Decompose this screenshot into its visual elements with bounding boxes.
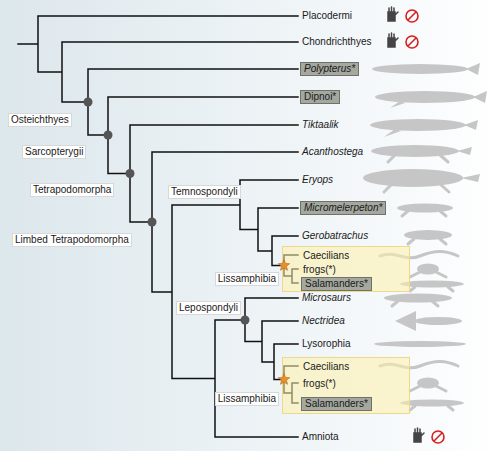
animal-silhouette (466, 63, 480, 75)
animal-silhouette (375, 91, 475, 103)
taxon-label: Gerobatrachus (302, 230, 368, 242)
node-dot (84, 98, 93, 107)
animal-silhouette (370, 119, 466, 131)
clade-label: Limbed Tetrapodomorpha (12, 233, 132, 247)
taxon-label: Placodermi (302, 10, 352, 22)
taxon-label: Polypterus* (304, 63, 355, 75)
star-marker (278, 374, 289, 385)
animal-silhouette (461, 174, 480, 182)
absent-symbol (434, 433, 442, 441)
animal-silhouette (372, 64, 468, 74)
taxon-box: Salamanders* (301, 397, 372, 411)
animal-silhouette (390, 91, 487, 108)
node-dot (104, 131, 113, 140)
clade-label: Lissamphibia (215, 392, 279, 406)
animal-silhouette (363, 169, 463, 187)
taxon-label: Caecilians (303, 250, 349, 262)
clade-label: Lissamphibia (215, 272, 279, 286)
limb-absent-icon (388, 7, 418, 22)
taxon-label: Lysorophia (302, 338, 351, 350)
node-dot (148, 218, 157, 227)
clade-band: LissamphibiaCaeciliansfrogs(*)Salamander… (282, 357, 410, 414)
hand-symbol (414, 428, 424, 442)
taxon-label: Acanthostega (302, 146, 363, 158)
absent-symbol (408, 38, 416, 46)
tree-branch (18, 16, 298, 437)
animal-silhouette (384, 120, 478, 137)
taxon-label: frogs(*) (303, 264, 336, 276)
animal-silhouette (457, 147, 472, 155)
animal-silhouette (414, 317, 462, 325)
taxon-label: Tiktaalik (302, 119, 339, 131)
star-marker (278, 260, 289, 271)
taxon-box: Polypterus* (300, 62, 359, 76)
taxon-label: Micromelerpeton* (304, 202, 382, 214)
taxon-label: Salamanders* (305, 278, 368, 290)
animal-silhouette (371, 145, 459, 157)
taxon-label: Eryops (302, 174, 333, 186)
taxon-label: Chondrichthyes (302, 36, 371, 48)
clade-label: Osteichthyes (8, 113, 72, 127)
absent-symbol (432, 431, 444, 443)
taxon-label: Amniota (302, 431, 339, 443)
node-dots (84, 98, 250, 325)
absent-symbol (406, 10, 418, 22)
absent-symbol (406, 36, 418, 48)
taxon-label: Nectridea (302, 315, 345, 327)
absent-symbol (408, 12, 416, 20)
limb-absent-icon (414, 428, 444, 443)
node-dot (126, 169, 135, 178)
taxon-box: Dipnoi* (300, 90, 340, 104)
taxon-label: Salamanders* (305, 398, 368, 410)
limb-absent-icon (388, 33, 418, 48)
animal-silhouette (395, 311, 416, 331)
hand-symbol (388, 7, 398, 21)
clade-label: Temnospondyli (168, 185, 241, 199)
animal-silhouette (397, 204, 453, 213)
taxon-label: Caecilians (303, 361, 349, 373)
clade-label: Lepospondyli (176, 301, 241, 315)
taxon-box: Salamanders* (301, 277, 372, 291)
taxon-label: Dipnoi* (304, 91, 336, 103)
animal-silhouette (374, 341, 466, 347)
node-dot (241, 316, 250, 325)
clade-band: LissamphibiaCaeciliansfrogs(*)Salamander… (282, 246, 410, 292)
animal-silhouette (384, 294, 452, 303)
taxon-label: Microsaurs (302, 292, 351, 304)
star-markers (278, 260, 289, 385)
animal-silhouettes (363, 63, 487, 407)
animal-silhouette (404, 230, 452, 240)
hand-symbol (388, 33, 398, 47)
clade-label: Tetrapodomorpha (30, 183, 114, 197)
taxon-box: Micromelerpeton* (300, 201, 386, 215)
taxon-label: frogs(*) (303, 378, 336, 390)
clade-label: Sarcopterygii (22, 145, 86, 159)
